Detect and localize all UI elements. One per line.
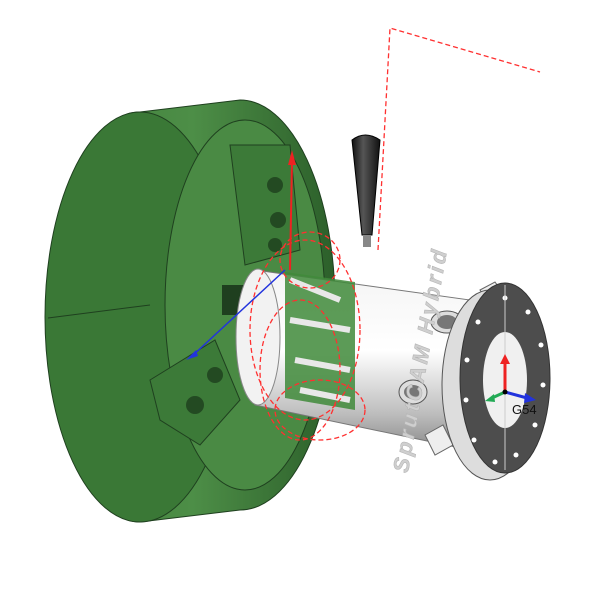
g54-axis-triad xyxy=(485,354,536,403)
lathe-chuck xyxy=(44,99,336,523)
workpiece xyxy=(235,268,506,456)
cutting-tool xyxy=(351,134,381,247)
coordinate-system-label: G54 xyxy=(512,402,537,417)
machine-axes xyxy=(186,150,296,360)
x-axis-arrow xyxy=(504,390,528,400)
toolpath xyxy=(249,27,541,441)
